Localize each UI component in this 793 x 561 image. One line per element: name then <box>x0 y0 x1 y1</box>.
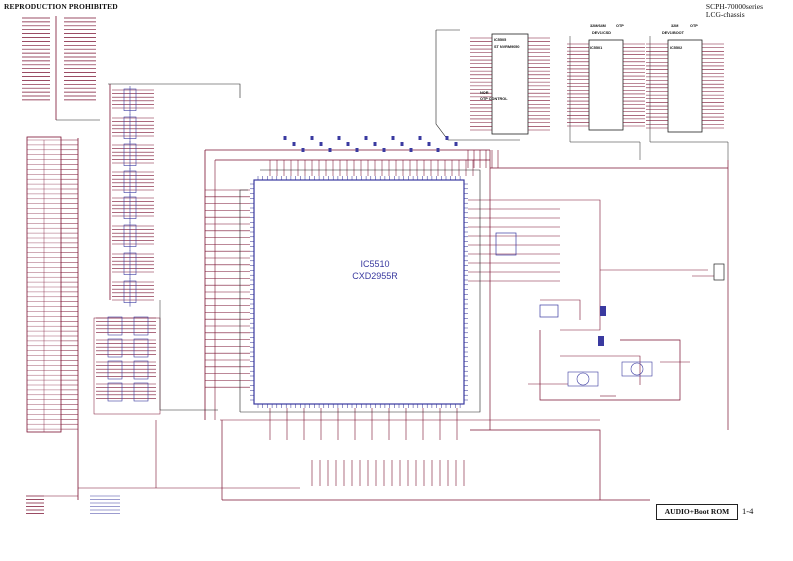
wire <box>560 355 641 385</box>
small-cap <box>310 136 314 140</box>
small-cap <box>418 136 422 140</box>
net-outline <box>569 36 641 160</box>
wire <box>540 299 581 320</box>
net-outline <box>649 36 729 160</box>
ic5505-ref: IC5505 <box>494 38 507 42</box>
small-cap <box>382 148 386 152</box>
small-cap <box>355 148 359 152</box>
main-ic-ref: IC5510 <box>360 259 390 269</box>
buffer-ic <box>539 304 559 318</box>
resistor-array <box>107 360 123 380</box>
memory-ic <box>491 33 529 135</box>
component-layer <box>26 33 725 514</box>
main-ic-body <box>253 179 465 405</box>
chassis-name: LCG-chassis <box>705 10 745 19</box>
small-cap <box>301 148 305 152</box>
opamp-block <box>621 361 653 377</box>
buffer-ic <box>495 232 517 256</box>
resistor-array <box>133 360 149 380</box>
small-cap <box>454 142 458 146</box>
right-otp-header: OTP <box>690 24 698 28</box>
ic5502-ref: IC5502 <box>670 46 683 50</box>
small-cap <box>445 136 449 140</box>
wire <box>560 199 601 331</box>
ic5502-header: DEV1/BOOT <box>662 31 684 35</box>
small-cap <box>391 136 395 140</box>
net-outline <box>240 169 481 413</box>
small-cap <box>436 148 440 152</box>
resistor-array <box>107 316 123 336</box>
small-cap <box>319 142 323 146</box>
small-cap <box>346 142 350 146</box>
mid-otp-header: OTP <box>616 24 624 28</box>
right-size-header: 32M <box>671 24 679 28</box>
model-series: SCPH-70000series <box>705 2 763 11</box>
wire <box>470 429 601 500</box>
small-cap <box>328 148 332 152</box>
jack-connector <box>713 263 725 281</box>
net-outline-layer <box>56 29 729 413</box>
net-outline <box>239 189 248 412</box>
small-cap <box>400 142 404 146</box>
small-cap <box>427 142 431 146</box>
resistor-array <box>133 338 149 358</box>
main-ic-part: CXD2955R <box>352 271 398 281</box>
small-cap <box>337 136 341 140</box>
net-outline <box>159 300 218 411</box>
otp-control-label: OTP CONTROL <box>480 97 508 101</box>
model-info: SCPH-70000series LCG-chassis <box>706 3 763 19</box>
mid-size-header: 32M/64M <box>590 24 606 28</box>
resistor-array <box>133 316 149 336</box>
small-cap <box>283 136 287 140</box>
net-outline <box>435 30 520 141</box>
opamp-symbol <box>630 362 644 376</box>
ic5505-type: ST NVRM9050 <box>494 45 520 49</box>
small-cap <box>598 336 604 346</box>
net-outline <box>108 83 241 98</box>
memory-ic <box>588 39 624 131</box>
nor-label: NOR <box>480 91 489 95</box>
small-cap <box>364 136 368 140</box>
small-cap <box>292 142 296 146</box>
reproduction-notice: REPRODUCTION PROHIBITED <box>4 2 118 11</box>
ic5501-header: DEV1/CSD <box>592 31 611 35</box>
page-number: 1-4 <box>742 506 754 516</box>
ic5501-ref: IC5501 <box>590 46 603 50</box>
opamp-symbol <box>576 372 590 386</box>
opamp-block <box>567 371 599 387</box>
resistor-array <box>107 382 123 402</box>
small-cap <box>373 142 377 146</box>
small-cap <box>600 306 606 316</box>
title-block: AUDIO+Boot ROM <box>656 504 738 520</box>
resistor-array <box>133 382 149 402</box>
resistor-array <box>107 338 123 358</box>
memory-ic <box>667 39 703 133</box>
wire <box>539 330 681 401</box>
small-cap <box>409 148 413 152</box>
wire-layer <box>22 16 729 514</box>
